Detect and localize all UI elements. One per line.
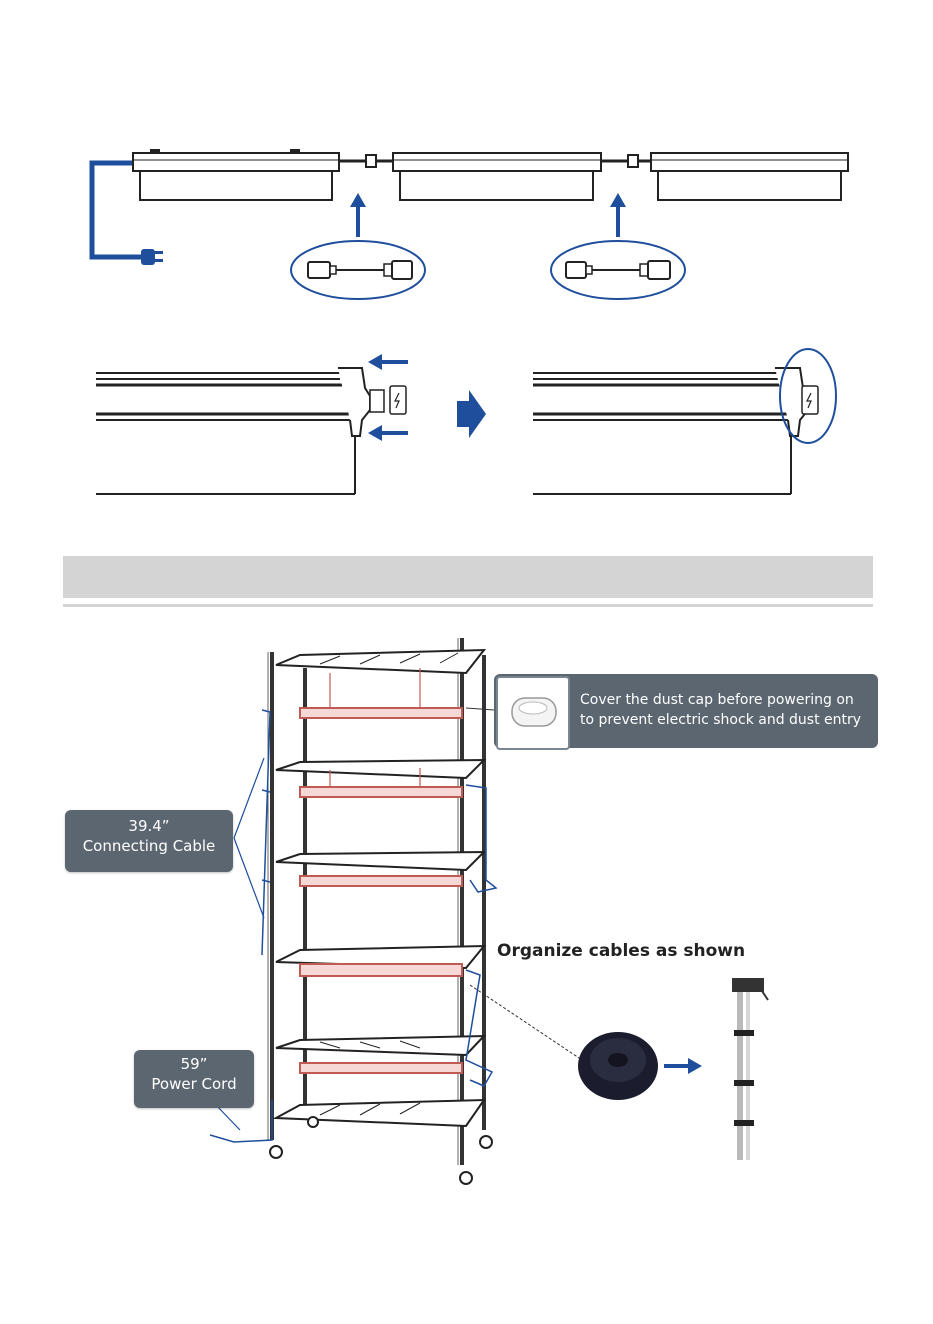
linking-diagram bbox=[0, 0, 933, 310]
dust-cap-callout: Cover the dust cap before powering on to… bbox=[494, 674, 878, 748]
linking-cable-detail-2 bbox=[551, 241, 685, 299]
connecting-cable-label: 39.4” Connecting Cable bbox=[65, 810, 233, 872]
connecting-cable-length: 39.4” bbox=[65, 816, 233, 836]
arrow-up-icon bbox=[350, 193, 366, 237]
organized-cables-photo bbox=[726, 978, 770, 1160]
power-cord-length: 59” bbox=[134, 1054, 254, 1074]
plug-icon bbox=[141, 249, 163, 265]
arrow-left-icon bbox=[368, 425, 408, 441]
dust-cap-icon-panel bbox=[496, 676, 570, 750]
section-header-bar bbox=[63, 556, 873, 598]
fixture-end-before bbox=[96, 368, 384, 494]
power-cord bbox=[92, 163, 143, 257]
dust-cap-installation-diagram bbox=[0, 340, 933, 510]
wheels bbox=[270, 1117, 492, 1184]
section-divider bbox=[63, 604, 873, 607]
power-cord-text: Power Cord bbox=[134, 1074, 254, 1094]
light-bar-2 bbox=[393, 153, 601, 200]
arrow-up-icon bbox=[610, 193, 626, 237]
light-bar-3 bbox=[651, 153, 848, 200]
dust-cap-pointer bbox=[466, 708, 494, 710]
dust-cap-line-2: to prevent electric shock and dust entry bbox=[580, 710, 875, 730]
linking-cable-detail-1 bbox=[291, 241, 425, 299]
organize-cables-caption: Organize cables as shown bbox=[497, 941, 745, 961]
connecting-cable-text: Connecting Cable bbox=[65, 836, 233, 856]
power-cord-label: 59” Power Cord bbox=[134, 1050, 254, 1108]
fixture-end-after bbox=[533, 368, 818, 494]
connector-2 bbox=[601, 155, 655, 167]
organize-pointer bbox=[470, 985, 582, 1060]
cable-tie-roll-icon bbox=[578, 1032, 658, 1100]
dust-cap-line-1: Cover the dust cap before powering on bbox=[580, 690, 875, 710]
arrow-left-icon bbox=[368, 354, 408, 370]
arrow-right-icon bbox=[457, 390, 486, 438]
dust-cap bbox=[390, 386, 406, 414]
dust-cap-icon bbox=[498, 678, 568, 748]
dust-cap-text: Cover the dust cap before powering on to… bbox=[580, 690, 875, 730]
wire-shelves bbox=[276, 650, 484, 1126]
light-bar-1 bbox=[133, 149, 339, 200]
arrow-right-icon bbox=[664, 1058, 702, 1074]
connector-1 bbox=[339, 155, 400, 167]
